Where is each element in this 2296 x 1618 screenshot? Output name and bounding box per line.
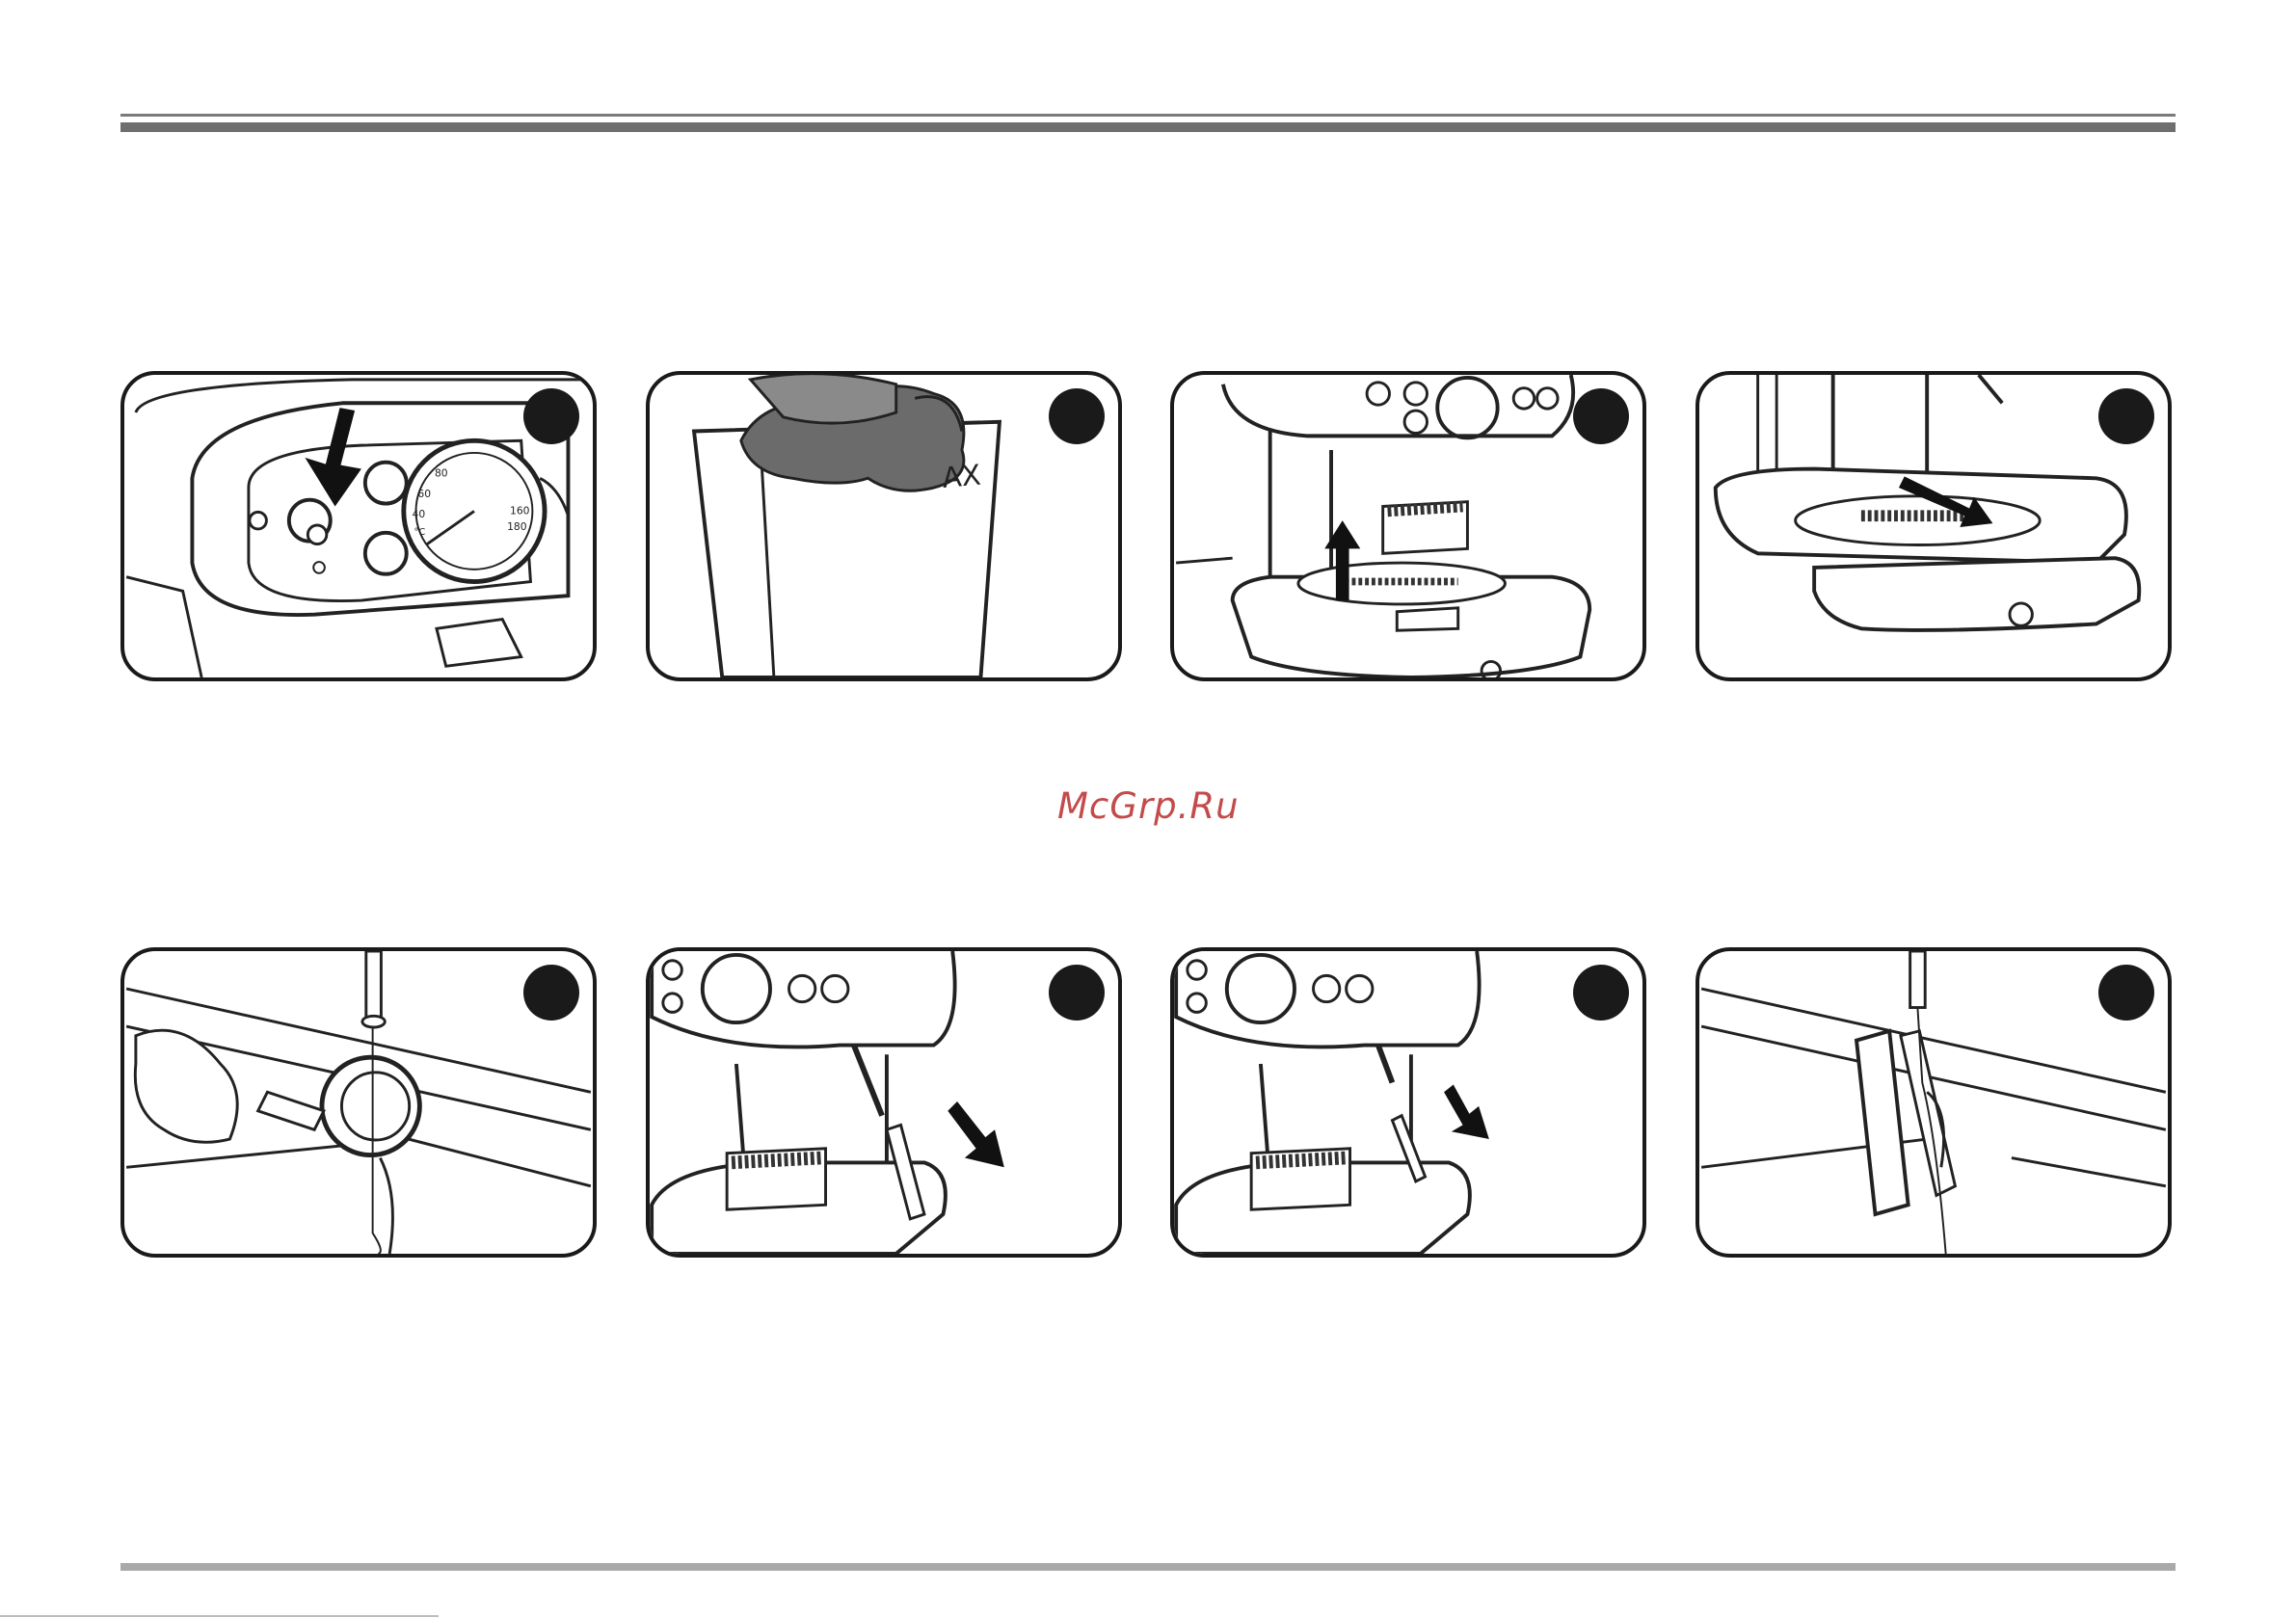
- remove-nozzle-illustration: [650, 951, 1118, 1254]
- panel-2-wipe-body: AX: [646, 371, 1122, 681]
- step-marker: [1573, 388, 1629, 444]
- rinse-filter-illustration: [124, 951, 593, 1254]
- step-marker: [2098, 965, 2154, 1021]
- step-marker: [523, 388, 579, 444]
- step-marker: [2098, 388, 2154, 444]
- header-rule-thick: [120, 122, 2176, 132]
- footer-edge-line: [0, 1615, 439, 1617]
- gauge-label-40: 40: [413, 508, 426, 520]
- watermark: McGrp.Ru: [1057, 785, 1250, 827]
- step-marker: [523, 965, 579, 1021]
- lift-grid-illustration: [1174, 375, 1642, 677]
- svg-text:AX: AX: [941, 459, 982, 494]
- gauge-label-60: 60: [417, 488, 431, 500]
- panel-4-pull-tray: [1695, 371, 2172, 681]
- power-switch-illustration: 80 60 40 160 180 °C: [124, 375, 593, 677]
- panel-7-pull-tip: [1170, 947, 1646, 1258]
- down-right-arrow-icon: [948, 1101, 1004, 1167]
- down-right-arrow-icon: [1444, 1084, 1489, 1139]
- step-marker: [1049, 388, 1105, 444]
- gauge-label-celsius: °C: [414, 527, 426, 538]
- wipe-body-illustration: AX: [650, 375, 1118, 677]
- footer-rule: [120, 1563, 2176, 1571]
- panel-8-rinse-wand: [1695, 947, 2172, 1258]
- panel-6-remove-nozzle: [646, 947, 1122, 1258]
- step-marker: [1573, 965, 1629, 1021]
- gauge-label-80: 80: [435, 466, 448, 479]
- panel-1-power-switch: 80 60 40 160 180 °C: [120, 371, 597, 681]
- panel-3-lift-grid: [1170, 371, 1646, 681]
- panel-5-rinse-filter: [120, 947, 597, 1258]
- step-marker: [1049, 965, 1105, 1021]
- pull-tray-illustration: [1699, 375, 2168, 677]
- header-rule-thin: [120, 114, 2176, 117]
- pull-tip-illustration: [1174, 951, 1642, 1254]
- gauge-label-160: 160: [510, 504, 530, 517]
- gauge-label-180: 180: [507, 520, 527, 533]
- rinse-wand-illustration: [1699, 951, 2168, 1254]
